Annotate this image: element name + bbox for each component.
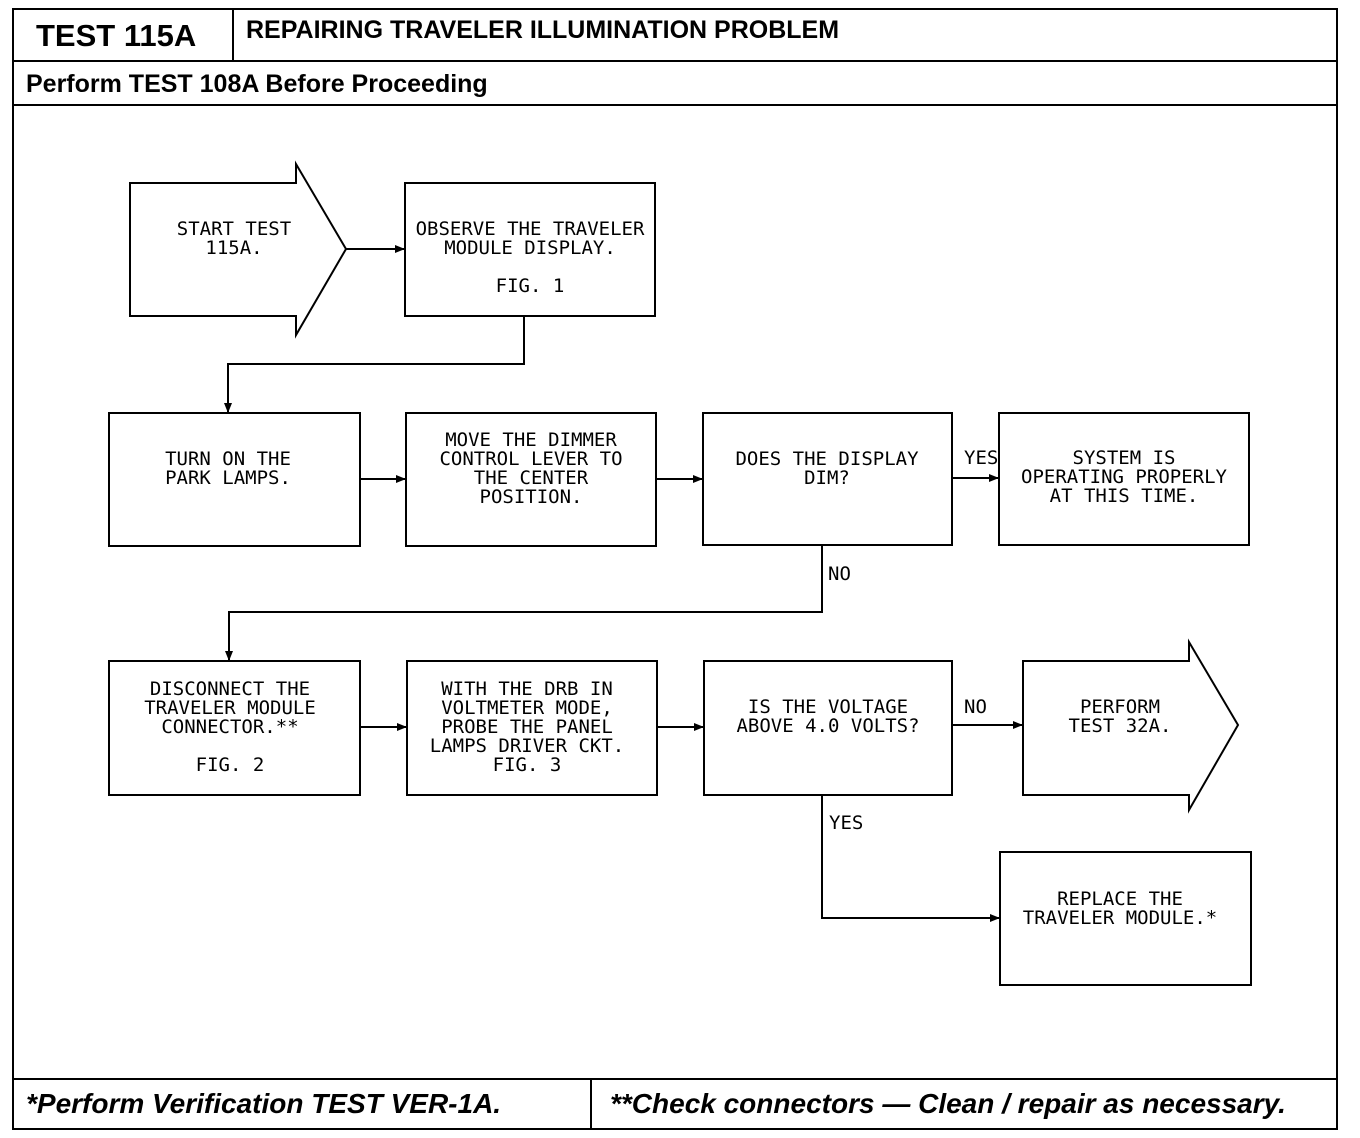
dimmer-node — [405, 412, 657, 547]
display-dim-decision — [702, 412, 953, 546]
edge-dim-no — [225, 545, 823, 661]
node-text-line: ABOVE 4.0 VOLTS? — [736, 715, 919, 737]
node-text-line: VOLTMETER MODE, — [441, 697, 613, 719]
node-text-line: START TEST — [177, 218, 291, 240]
node-text-line: TURN ON THE — [165, 448, 291, 470]
edge-label-volt-no: NO — [964, 696, 987, 718]
node-text-line: IS THE VOLTAGE — [748, 696, 908, 718]
node-text-line: DIM? — [804, 467, 850, 489]
node-text-line: PARK LAMPS. — [165, 467, 291, 489]
edge-label-dim-yes: YES — [964, 447, 998, 469]
node-text-line: PROBE THE PANEL — [441, 716, 613, 738]
node-text-line: POSITION. — [480, 486, 583, 508]
observe-display-node — [404, 182, 656, 317]
node-text-line: TEST 32A. — [1069, 715, 1172, 737]
node-text-line: 115A. — [205, 237, 262, 259]
node-text-line: OPERATING PROPERLY — [1021, 466, 1227, 488]
node-text-line: SYSTEM IS — [1073, 447, 1176, 469]
footer: *Perform Verification TEST VER-1A. **Che… — [14, 1078, 1336, 1128]
start-node — [129, 160, 348, 339]
node-text-line: AT THIS TIME. — [1050, 485, 1199, 507]
node-text-line: DISCONNECT THE — [150, 678, 310, 700]
node-text-line: TRAVELER MODULE — [144, 697, 316, 719]
node-text-line: THE CENTER — [474, 467, 589, 489]
replace-module-node — [999, 851, 1252, 986]
node-text-line: LAMPS DRIVER CKT. — [430, 735, 624, 757]
node-text-line: FIG. 2 — [196, 754, 265, 776]
node-text-line: DOES THE DISPLAY — [735, 448, 919, 470]
node-text-line: MOVE THE DIMMER — [445, 429, 617, 451]
perform-test-32a-node — [1022, 638, 1240, 814]
test-title: REPAIRING TRAVELER ILLUMINATION PROBLEM — [246, 16, 840, 44]
node-text-line: PERFORM — [1080, 696, 1160, 718]
voltage-decision — [703, 660, 953, 796]
edge-volt-yes — [821, 795, 1000, 922]
footnote-single-asterisk: *Perform Verification TEST VER-1A. — [14, 1080, 592, 1128]
edge-label-volt-yes: YES — [829, 812, 863, 834]
system-ok-node — [998, 412, 1250, 546]
probe-node — [406, 660, 658, 796]
node-text-line: MODULE DISPLAY. — [444, 237, 616, 259]
node-text-line: CONTROL LEVER TO — [439, 448, 622, 470]
node-text-line: FIG. 1 — [496, 275, 565, 297]
node-text-line: CONNECTOR.** — [161, 716, 298, 738]
node-text-line: TRAVELER MODULE.* — [1023, 907, 1217, 929]
edge-label-dim-no: NO — [828, 563, 851, 585]
park-lamps-node — [108, 412, 361, 547]
node-text-line: REPLACE THE — [1057, 888, 1183, 910]
edge-observe-park — [224, 316, 525, 413]
disconnect-node — [108, 660, 361, 796]
node-text-line: WITH THE DRB IN — [441, 678, 613, 700]
header-row: TEST 115A REPAIRING TRAVELER ILLUMINATIO… — [14, 10, 1336, 62]
node-text-line: FIG. 3 — [493, 754, 562, 776]
footnote-double-asterisk: **Check connectors — Clean / repair as n… — [610, 1088, 1286, 1119]
test-frame: TEST 115A REPAIRING TRAVELER ILLUMINATIO… — [12, 8, 1338, 1130]
test-id: TEST 115A — [14, 10, 234, 62]
node-text-line: OBSERVE THE TRAVELER — [416, 218, 645, 240]
prerequisite-note: Perform TEST 108A Before Proceeding — [14, 62, 1336, 106]
